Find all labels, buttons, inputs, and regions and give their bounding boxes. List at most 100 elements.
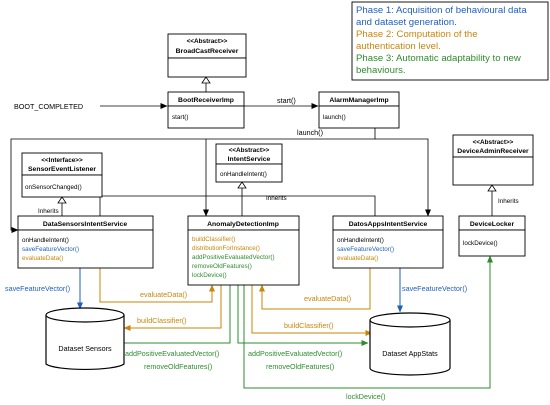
build-classifier-label-left: buildClassifier(): [137, 316, 187, 325]
class-anomaly-detection-method-1: distributionForInstance(): [192, 245, 260, 252]
build-classifier-label-right: buildClassifier(): [284, 321, 334, 330]
datastore-appstats: Dataset AppStats: [369, 312, 451, 376]
class-datos-apps: DatosAppsIntentService onHandleIntent() …: [332, 215, 444, 269]
inherit-triangle-broadcast: [201, 76, 211, 84]
class-broadcast-receiver-body-box: [167, 57, 247, 78]
save-feature-vector-label-left: saveFeatureVector(): [5, 284, 70, 293]
legend-frame: [351, 1, 549, 81]
datastore-appstats-body: [369, 320, 451, 376]
inherits-label-sensors: Inherits: [38, 208, 59, 215]
class-intent-service: <<Abstract>> IntentService onHandleInten…: [215, 143, 283, 183]
class-device-admin-receiver-name: DeviceAdminReceiver: [457, 148, 529, 155]
datastore-sensors: Dataset Sensors: [45, 307, 125, 371]
class-anomaly-detection-body-box: [187, 229, 300, 286]
launch-label: launch(): [297, 128, 323, 137]
inherits-label-device-locker: Inherits: [498, 198, 519, 205]
build-classifier-appstats-arrow: [251, 285, 373, 336]
lock-device-arrow: [243, 255, 493, 389]
add-positive-appstats-arrow: [237, 285, 369, 346]
class-boot-receiver-body-box: [167, 105, 245, 129]
boot-completed-label: BOOT_COMPLETED: [14, 102, 83, 111]
class-data-sensors-method-0: onHandleIntent(): [22, 237, 69, 244]
class-sensor-event-listener: <<Interface>> SensorEventListener onSens…: [21, 152, 103, 198]
start-label: start(): [277, 96, 296, 105]
class-broadcast-receiver: <<Abstract>> BroadCastReceiver: [167, 33, 247, 78]
add-positive-sensors-arrow: [116, 285, 231, 346]
legend-phase2-line2: authentication level.: [356, 41, 441, 52]
class-intent-service-name: IntentService: [228, 156, 271, 163]
datastore-sensors-top: [45, 307, 125, 323]
class-anomaly-detection-method-4: lockDevice(): [192, 272, 227, 279]
build-classifier-sensors-arrow: [123, 285, 222, 331]
class-data-sensors-method-1: saveFeatureVector(): [22, 246, 79, 253]
datastore-sensors-body: [45, 315, 125, 371]
evaluate-data-label-left: evaluateData(): [140, 290, 187, 299]
save-feature-vector-label-right: saveFeatureVector(): [402, 284, 467, 293]
class-data-sensors-name: DataSensorsIntentService: [43, 221, 127, 228]
class-anomaly-detection-method-0: buildClassifier(): [192, 236, 235, 243]
class-anomaly-detection-method-3: removeOldFeatures(): [192, 263, 252, 270]
colored-connectors: [77, 255, 493, 389]
evaluate-data-appstats-arrow: [259, 268, 371, 310]
class-intent-service-method: onHandleIntent(): [220, 171, 267, 178]
evaluate-data-sensors-arrow: [99, 268, 215, 303]
class-anomaly-detection: AnomalyDetectionImp buildClassifier() di…: [187, 215, 300, 286]
class-broadcast-receiver-name: BroadCastReceiver: [176, 48, 239, 55]
class-alarm-manager: AlarmManagerImp launch(): [318, 91, 400, 129]
class-device-locker: DeviceLocker lockDevice(): [458, 215, 526, 257]
class-sensor-event-listener-name: SensorEventListener: [28, 166, 96, 173]
class-boot-receiver: BootReceiverImp start(): [167, 91, 245, 129]
phase-legend: Phase 1: Acquisition of behavioural data…: [351, 1, 549, 81]
class-datos-apps-method-1: saveFeatureVector(): [337, 246, 394, 253]
edge-labels: BOOT_COMPLETED start() launch() Inherits…: [5, 96, 519, 401]
class-device-admin-receiver: <<Abstract>> DeviceAdminReceiver: [452, 134, 534, 186]
class-datos-apps-name: DatosAppsIntentService: [349, 221, 428, 228]
class-datos-apps-method-2: evaluateData(): [337, 255, 378, 262]
remove-old-label-right: removeOldFeatures(): [266, 362, 334, 371]
legend-phase2-line1: Phase 2: Computation of the: [356, 29, 478, 40]
legend-phase1-line1: Phase 1: Acquisition of behavioural data: [356, 5, 527, 16]
class-alarm-manager-method: launch(): [323, 114, 346, 121]
remove-old-label-left: removeOldFeatures(): [144, 362, 212, 371]
legend-phase3-line2: behaviours.: [356, 65, 406, 76]
class-intent-service-stereotype: <<Abstract>>: [229, 147, 270, 154]
class-device-locker-body-box: [458, 229, 526, 257]
inherit-triangle-device-admin: [487, 184, 497, 192]
datastore-sensors-label: Dataset Sensors: [58, 344, 112, 353]
inherits-label-intent-service: Inherits: [266, 195, 287, 202]
class-data-sensors: DataSensorsIntentService onHandleIntent(…: [17, 215, 154, 269]
datastore-appstats-label: Dataset AppStats: [382, 349, 438, 358]
inherit-triangle-intent-service: [237, 181, 247, 189]
legend-phase3-line1: Phase 3: Automatic adaptability to new: [356, 53, 521, 64]
add-positive-label-right: addPositiveEvaluatedVector(): [248, 349, 342, 358]
class-sensor-event-listener-method: onSensorChanged(): [25, 184, 82, 191]
class-device-locker-name: DeviceLocker: [470, 221, 515, 228]
intent-service-inherits-line: [99, 188, 376, 216]
inherit-triangle-sensor-listener: [57, 196, 67, 204]
class-device-locker-method: lockDevice(): [463, 240, 498, 247]
datastore-appstats-top: [369, 312, 451, 328]
evaluate-data-label-right: evaluateData(): [304, 294, 351, 303]
class-data-sensors-body-box: [17, 229, 154, 269]
class-datos-apps-body-box: [332, 229, 444, 269]
class-device-admin-receiver-stereotype: <<Abstract>>: [473, 139, 514, 146]
class-sensor-event-listener-stereotype: <<Interface>>: [41, 157, 83, 164]
class-alarm-manager-name: AlarmManagerImp: [329, 97, 388, 104]
launch-bus-line: [10, 128, 376, 233]
class-data-sensors-method-2: evaluateData(): [22, 255, 63, 262]
launch-to-datosapps: [375, 138, 431, 217]
class-broadcast-receiver-stereotype: <<Abstract>>: [187, 38, 228, 45]
class-boot-receiver-method: start(): [172, 114, 188, 121]
class-boot-receiver-name: BootReceiverImp: [178, 97, 234, 104]
class-datos-apps-method-0: onHandleIntent(): [337, 237, 384, 244]
class-device-admin-receiver-body-box: [452, 156, 534, 186]
black-connectors: [10, 76, 497, 233]
class-anomaly-detection-name: AnomalyDetectionImp: [207, 221, 279, 228]
lock-device-label: lockDevice(): [346, 392, 386, 401]
class-anomaly-detection-method-2: addPositiveEvaluatedVector(): [192, 254, 275, 261]
legend-phase1-line2: and dataset generation.: [356, 17, 457, 28]
class-sensor-event-listener-body-box: [21, 174, 103, 198]
class-alarm-manager-body-box: [318, 105, 400, 129]
add-positive-label-left: addPositiveEvaluatedVector(): [125, 349, 219, 358]
